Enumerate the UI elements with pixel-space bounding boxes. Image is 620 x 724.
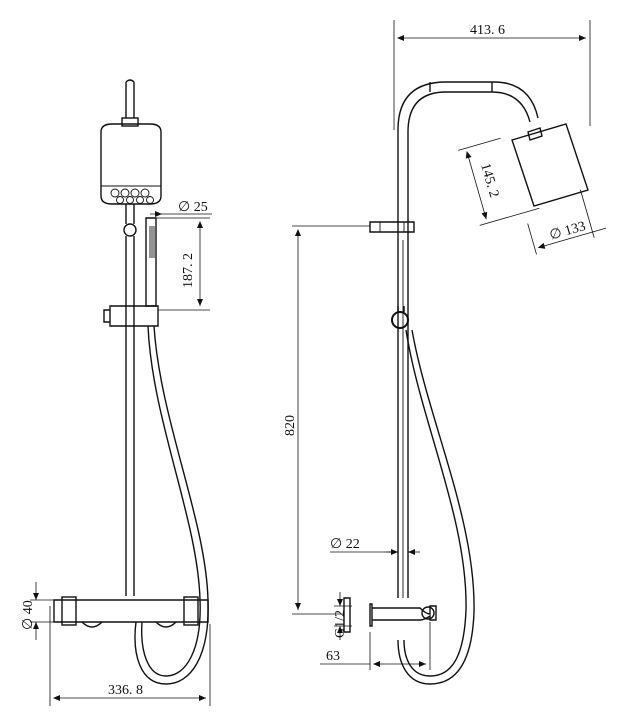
mixer-bottom-lugs — [81, 621, 177, 628]
dim-inlet-thread: G1/2 — [333, 592, 352, 640]
top-stub — [125, 79, 135, 118]
nozzle-cluster — [110, 188, 154, 204]
shower-head-front — [100, 123, 162, 205]
mixer-knob-right — [183, 596, 199, 626]
hand-shower — [145, 217, 157, 307]
diverter-knob-side — [391, 311, 409, 329]
dim-spout-depth: 63 — [320, 622, 431, 670]
label-top-width: 413. 6 — [470, 23, 505, 38]
label-base-width: 336. 8 — [108, 683, 143, 698]
label-rail-height: 820 — [283, 415, 298, 436]
rail-outer — [397, 81, 539, 598]
mixer-knob-left — [61, 596, 77, 626]
spout-knob — [421, 606, 435, 620]
dim-head-height: 145. 2 — [458, 137, 540, 226]
spout — [372, 605, 437, 621]
wall-inlet — [343, 597, 373, 633]
shower-head-side — [511, 123, 589, 207]
label-head-diameter: ∅ 133 — [548, 219, 587, 244]
dim-hand-shower-height: 187. 2 — [156, 217, 210, 311]
dim-base-width: 336. 8 — [49, 606, 211, 706]
label-pipe-diameter: ∅ 22 — [330, 537, 360, 552]
rail-inner — [407, 91, 531, 598]
stub-collar — [121, 117, 139, 127]
hose-side — [403, 329, 467, 677]
front-view — [53, 79, 209, 685]
hand-shower-grip — [149, 226, 155, 258]
diverter-knob — [123, 223, 137, 237]
label-head-height: 145. 2 — [477, 162, 501, 200]
dim-pipe-diameter: ∅ 22 — [330, 537, 420, 555]
side-view — [343, 81, 589, 685]
label-hand-shower-height: 187. 2 — [181, 253, 196, 288]
slider-bracket — [103, 305, 159, 327]
head-swivel — [527, 127, 543, 141]
arm-joints — [429, 82, 493, 92]
mixer-body-front — [53, 599, 209, 623]
dim-base-diameter: ∅ 40 — [21, 582, 56, 640]
riser-pipe-front — [125, 204, 135, 596]
label-hand-shower-diameter: ∅ 25 — [178, 200, 208, 215]
hose-front — [141, 325, 201, 677]
dim-rail-height: 820 — [283, 225, 370, 615]
label-base-diameter: ∅ 40 — [21, 600, 36, 630]
slider-side — [369, 221, 415, 233]
dim-top-width: 413. 6 — [393, 20, 591, 130]
dim-hand-shower-diameter: ∅ 25 — [150, 200, 212, 217]
label-spout-depth: 63 — [326, 649, 340, 664]
label-inlet-thread: G1/2 — [333, 610, 348, 638]
